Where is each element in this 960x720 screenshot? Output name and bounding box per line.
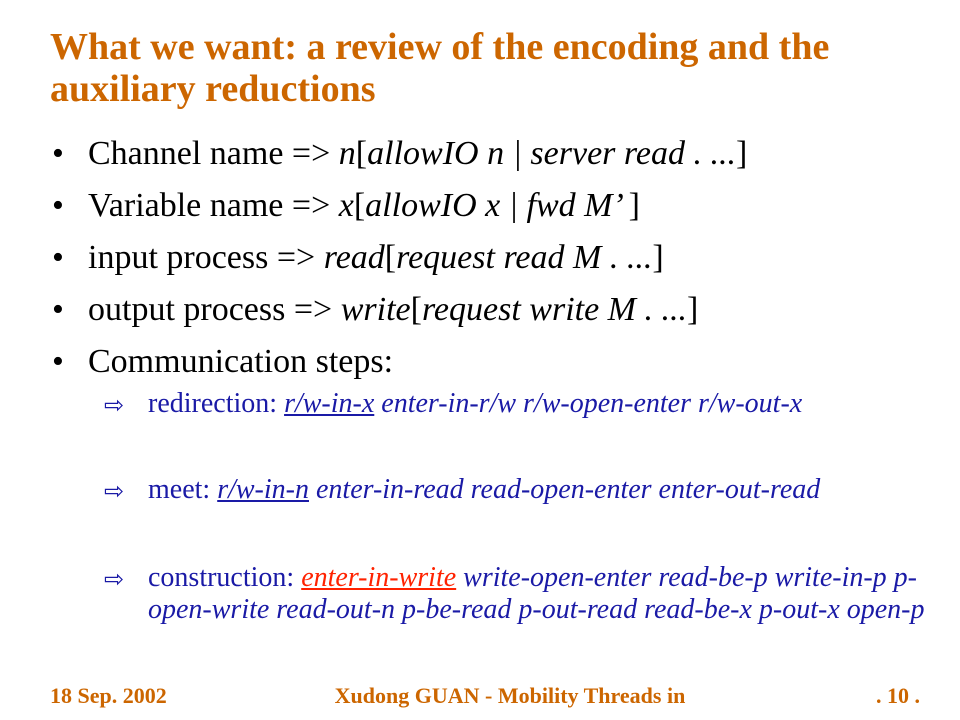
bullet-text: Communication steps: bbox=[88, 343, 394, 380]
hollow-arrow-right-icon: ⇨ bbox=[104, 391, 125, 419]
step-label: redirection: bbox=[148, 388, 285, 419]
hollow-arrow-right-icon: ⇨ bbox=[104, 477, 125, 505]
bullet-communication-steps: • Communication steps: bbox=[52, 342, 932, 394]
bullet-bracket-open: [ bbox=[410, 291, 422, 328]
bullet-dot-icon: • bbox=[52, 187, 64, 224]
footer-date: 18 Sep. 2002 bbox=[50, 683, 167, 708]
step-meet: ⇨ meet: r/w-in-n enter-in-read read-open… bbox=[104, 474, 934, 562]
steps-list: ⇨ redirection: r/w-in-x enter-in-r/w r/w… bbox=[104, 388, 934, 626]
bullet-text: input process => bbox=[88, 239, 324, 276]
step-redirection: ⇨ redirection: r/w-in-x enter-in-r/w r/w… bbox=[104, 388, 934, 474]
bullet-bracket-close: ] bbox=[652, 239, 664, 276]
bullet-italic-body: allowIO n | server read . ... bbox=[367, 135, 736, 172]
bullet-dot-icon: • bbox=[52, 291, 64, 328]
step-construction: ⇨ construction: enter-in-write write-ope… bbox=[104, 562, 934, 626]
hollow-arrow-right-icon: ⇨ bbox=[104, 565, 125, 593]
bullet-bracket-close: ] bbox=[628, 187, 640, 224]
bullet-dot-icon: • bbox=[52, 135, 64, 172]
step-label: construction: bbox=[148, 562, 302, 593]
bullet-bracket-open: [ bbox=[353, 187, 366, 224]
bullet-bracket-close: ] bbox=[687, 291, 699, 328]
bullet-italic-term: n bbox=[338, 135, 356, 172]
bullet-dot-icon: • bbox=[52, 343, 64, 380]
bullet-italic-body: allowIO x | fwd M’ bbox=[365, 187, 629, 224]
step-first-reduction: r/w-in-n bbox=[217, 474, 309, 505]
bullet-italic-body: request write M . ... bbox=[421, 291, 687, 328]
bullet-text: Variable name => bbox=[88, 187, 339, 224]
bullet-output-process: • output process => write[request write … bbox=[52, 290, 932, 342]
step-rest-reductions: write-open-enter read-be-p write-in-p p-… bbox=[148, 562, 925, 625]
bullet-italic-body: request read M . ... bbox=[396, 239, 653, 276]
footer-page-number: . 10 . bbox=[876, 683, 920, 708]
bullet-variable-name: • Variable name => x[allowIO x | fwd M’ … bbox=[52, 186, 932, 238]
step-first-reduction: r/w-in-x bbox=[284, 388, 375, 419]
step-first-reduction: enter-in-write bbox=[301, 562, 457, 593]
footer-author: Xudong GUAN - Mobility Threads in bbox=[334, 683, 686, 708]
bullet-italic-term: write bbox=[340, 291, 411, 328]
bullet-channel-name: • Channel name => n[allowIO n | server r… bbox=[52, 134, 932, 186]
bullet-text: output process => bbox=[88, 291, 341, 328]
step-rest-reductions: enter-in-read read-open-enter enter-out-… bbox=[308, 474, 821, 505]
bullet-bracket-close: ] bbox=[735, 135, 748, 172]
bullet-bracket-open: [ bbox=[355, 135, 368, 172]
bullet-list: • Channel name => n[allowIO n | server r… bbox=[52, 134, 932, 394]
step-rest-reductions: enter-in-r/w r/w-open-enter r/w-out-x bbox=[374, 388, 803, 419]
bullet-italic-term: x bbox=[338, 187, 354, 224]
bullet-bracket-open: [ bbox=[384, 239, 397, 276]
bullet-text: Channel name => bbox=[88, 135, 339, 172]
step-label: meet: bbox=[148, 474, 218, 505]
bullet-input-process: • input process => read[request read M .… bbox=[52, 238, 932, 290]
bullet-dot-icon: • bbox=[52, 239, 64, 276]
slide-title: What we want: a review of the encoding a… bbox=[50, 26, 830, 110]
bullet-italic-term: read bbox=[323, 239, 385, 276]
